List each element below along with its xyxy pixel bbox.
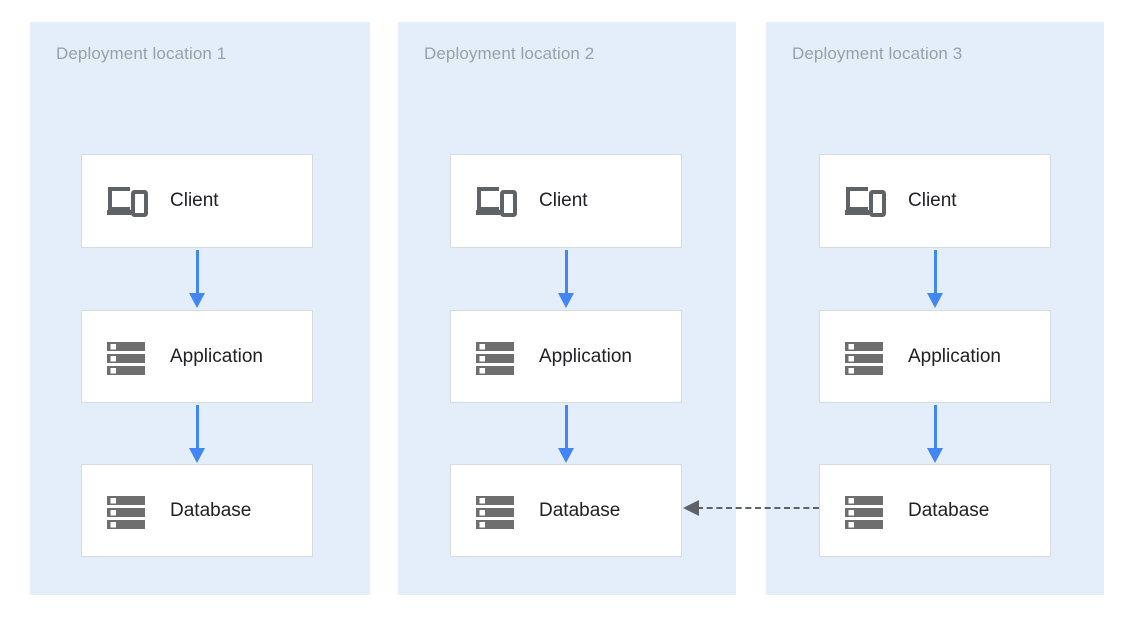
p3-database-node[interactable]: Database — [819, 464, 1051, 557]
p3-client-node[interactable]: Client — [819, 154, 1051, 248]
p2-application-label: Application — [539, 345, 632, 367]
p2-database-label: Database — [539, 499, 621, 521]
p3-client-label: Client — [908, 190, 957, 211]
p1-database-node[interactable]: Database — [81, 464, 313, 557]
p1-application-node[interactable]: Application — [81, 310, 313, 403]
p1-database-label: Database — [170, 499, 252, 521]
p3-database-label: Database — [908, 499, 990, 521]
p1-client-to-application-arrow — [189, 250, 205, 308]
p3-application-node[interactable]: Application — [819, 310, 1051, 403]
p1-application-to-database-arrow — [189, 405, 205, 463]
p1-client-node[interactable]: Client — [81, 154, 313, 248]
p2-client-node[interactable]: Client — [450, 154, 682, 248]
p2-client-to-application-arrow — [558, 250, 574, 308]
deployment-location-2-title: Deployment location 2 — [424, 44, 595, 63]
p2-client-label: Client — [539, 190, 588, 211]
p2-application-to-database-arrow — [558, 405, 574, 463]
deployment-location-3-title: Deployment location 3 — [792, 44, 963, 63]
server-icon — [842, 335, 886, 379]
server-icon — [842, 489, 886, 533]
p1-client-label: Client — [170, 190, 219, 211]
p1-application-label: Application — [170, 345, 263, 367]
arrowhead-left-icon — [683, 500, 699, 516]
server-icon — [473, 335, 517, 379]
server-icon — [473, 489, 517, 533]
devices-icon — [104, 179, 148, 223]
database-replication-arrow — [683, 500, 819, 516]
server-icon — [104, 335, 148, 379]
p3-application-to-database-arrow — [927, 405, 943, 463]
devices-icon — [842, 179, 886, 223]
p3-client-to-application-arrow — [927, 250, 943, 308]
p3-application-label: Application — [908, 345, 1001, 367]
p2-database-node[interactable]: Database — [450, 464, 682, 557]
p2-application-node[interactable]: Application — [450, 310, 682, 403]
server-icon — [104, 489, 148, 533]
deployment-location-1-title: Deployment location 1 — [56, 44, 227, 63]
devices-icon — [473, 179, 517, 223]
